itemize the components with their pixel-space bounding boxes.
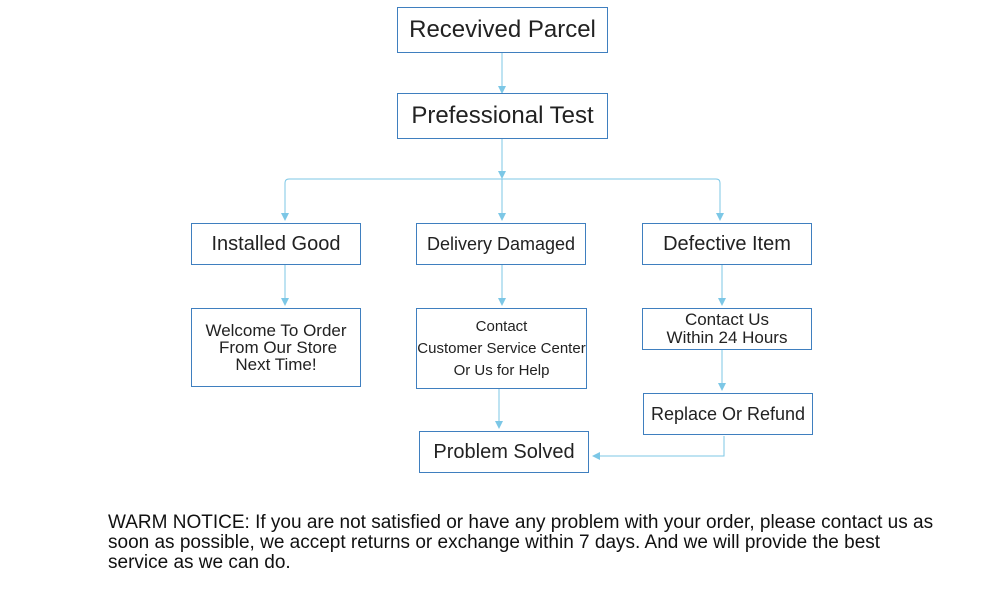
node-replace-refund: Replace Or Refund — [643, 393, 813, 435]
node-contact-service-line-3: Or Us for Help — [453, 361, 550, 379]
node-contact-us: Contact Us Within 24 Hours — [642, 308, 812, 350]
node-contact-service: Contact Customer Service Center Or Us fo… — [416, 308, 587, 389]
node-welcome-line-3: Next Time! — [235, 355, 317, 374]
node-received-parcel: Recevived Parcel — [397, 7, 608, 53]
node-received-parcel-label: Recevived Parcel — [409, 16, 596, 43]
node-professional-test-label: Prefessional Test — [411, 102, 594, 129]
node-replace-refund-label: Replace Or Refund — [650, 403, 806, 424]
node-delivery-damaged: Delivery Damaged — [416, 223, 586, 265]
node-defective-item: Defective Item — [642, 223, 812, 265]
node-defective-item-label: Defective Item — [663, 232, 791, 255]
node-installed-good: Installed Good — [191, 223, 361, 265]
node-problem-solved-label: Problem Solved — [433, 440, 575, 463]
arrow-replace-to-solved — [592, 436, 725, 460]
node-welcome-line-1: Welcome To Order — [205, 321, 347, 340]
node-welcome-line-2: From Our Store — [218, 338, 338, 357]
node-welcome: Welcome To Order From Our Store Next Tim… — [191, 308, 361, 387]
node-professional-test: Prefessional Test — [397, 93, 608, 139]
node-delivery-damaged-label: Delivery Damaged — [426, 233, 576, 254]
node-contact-service-line-2: Customer Service Center — [417, 339, 586, 357]
node-contact-service-line-1: Contact — [475, 317, 528, 335]
node-problem-solved: Problem Solved — [419, 431, 589, 473]
warm-notice-text: WARM NOTICE: If you are not satisfied or… — [108, 512, 934, 573]
node-contact-us-line-1: Contact Us — [684, 310, 770, 329]
node-contact-us-line-2: Within 24 Hours — [666, 328, 788, 347]
node-installed-good-label: Installed Good — [211, 232, 341, 255]
